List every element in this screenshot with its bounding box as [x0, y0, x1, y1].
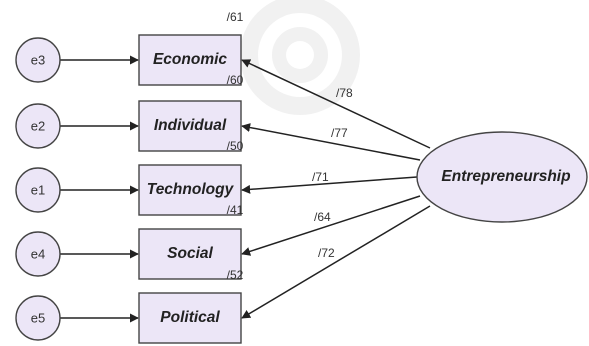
loading-arrow-technology: [241, 176, 418, 194]
error-circle-e3: [15, 37, 61, 83]
indicator-box-political: [138, 292, 242, 344]
error-label-e2: e2: [31, 118, 45, 133]
error-circle-e4: [15, 231, 61, 277]
loading-arrow-economic: [241, 59, 431, 149]
error-label-e3: e3: [31, 52, 45, 67]
latent-ellipse-entrepreneurship: [416, 131, 588, 223]
error-circle-e2: [15, 103, 61, 149]
nodes-layer: [15, 34, 588, 344]
loading-label-individual: /77: [331, 126, 348, 140]
indicator-box-social: [138, 228, 242, 280]
indicator-label-technology: Technology: [147, 181, 235, 198]
indicator-box-individual: [138, 100, 242, 152]
error-label-e4: e4: [31, 246, 45, 261]
loading-label-political: /72: [318, 246, 335, 260]
indicator-box-technology: [138, 164, 242, 216]
watermark: [240, 0, 360, 115]
error-circle-e1: [15, 167, 61, 213]
loading-label-technology: /71: [312, 170, 329, 184]
r2-label-economic: /61: [227, 10, 244, 24]
loading-label-social: /64: [314, 210, 331, 224]
error-circle-e5: [15, 295, 61, 341]
r2-label-political: /52: [227, 268, 244, 282]
indicator-label-economic: Economic: [153, 51, 227, 68]
indicator-label-political: Political: [160, 309, 220, 326]
loading-label-economic: /78: [336, 86, 353, 100]
indicator-label-individual: Individual: [154, 117, 227, 134]
loading-arrow-individual: [241, 123, 421, 161]
labels-layer: Entrepreneurship e3 Economic/61/78 e2 Indivi…: [31, 10, 571, 326]
r2-label-social: /41: [227, 203, 244, 217]
indicator-label-social: Social: [167, 245, 213, 262]
loading-arrow-social: [241, 195, 421, 256]
error-label-e5: e5: [31, 310, 45, 325]
r2-label-individual: /60: [227, 73, 244, 87]
error-label-e1: e1: [31, 182, 45, 197]
latent-label: Entrepreneurship: [441, 168, 570, 185]
indicator-box-economic: [138, 34, 242, 86]
loading-arrow-political: [241, 205, 431, 319]
edges-layer: [60, 55, 431, 323]
r2-label-technology: /50: [227, 139, 244, 153]
